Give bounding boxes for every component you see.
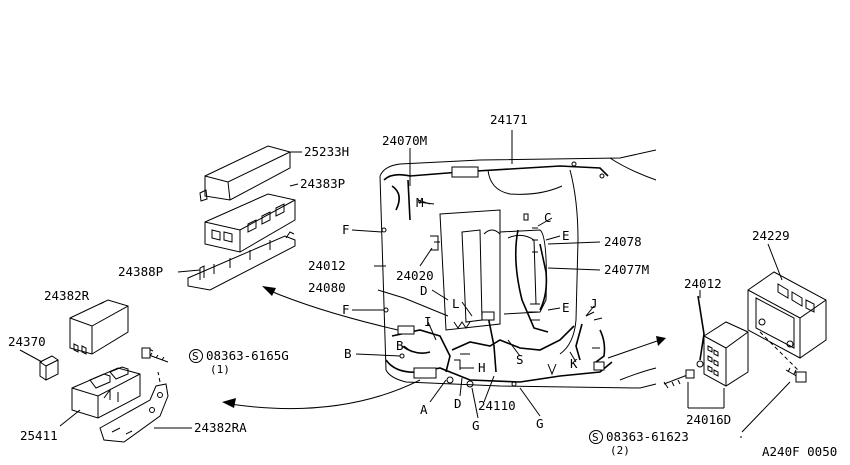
letter-G-left: G [472, 418, 480, 433]
relay-box-25411 [71, 366, 141, 419]
screw-08363-61623 [785, 367, 807, 383]
letter-K: K [570, 356, 578, 371]
label-24229: 24229 [752, 228, 790, 243]
harness-connectors [381, 161, 605, 388]
relocation-arrows [222, 286, 666, 410]
label-24020: 24020 [396, 268, 434, 283]
label-24070M: 24070M [382, 133, 427, 148]
screw-number-2: 08363-61623 [606, 429, 689, 444]
letter-G-right: G [536, 416, 544, 431]
label-24370: 24370 [8, 334, 46, 349]
connector-letters: F F M C E E D L I B B J S K H A D G G [342, 195, 598, 433]
label-24012-right: 24012 [684, 276, 722, 291]
label-24110: 24110 [478, 398, 516, 413]
screw-number-1: 08363-6165G [206, 348, 289, 363]
letter-F-upper: F [342, 222, 350, 237]
label-24171: 24171 [490, 112, 528, 127]
letter-C: C [544, 210, 552, 225]
label-25233H: 25233H [304, 144, 349, 159]
screw-qty-2: (2) [610, 444, 630, 457]
letter-E-lower: E [562, 300, 570, 315]
label-24388P: 24388P [118, 264, 163, 279]
label-24382RA: 24382RA [194, 420, 247, 435]
label-24016D: 24016D [686, 412, 731, 427]
letter-M: M [416, 195, 424, 210]
bolt-left-24016D [663, 369, 695, 389]
alignment-dash [759, 331, 801, 373]
label-25411: 25411 [20, 428, 58, 443]
label-24383P: 24383P [300, 176, 345, 191]
label-24382R: 24382R [44, 288, 90, 303]
bracket-24388P [187, 231, 296, 291]
label-24080: 24080 [308, 280, 346, 295]
letter-L: L [452, 296, 460, 311]
label-24078: 24078 [604, 234, 642, 249]
housing-24229 [747, 271, 827, 359]
screw-symbol-1: S [192, 350, 199, 363]
fuse-box-cover-25233H [199, 145, 291, 202]
letter-A: A [420, 402, 428, 417]
letter-H: H [478, 360, 486, 375]
leader-lines [19, 130, 791, 438]
letter-J: J [590, 296, 598, 311]
fuse-block-24383P [204, 193, 296, 253]
engine-bay-outline [379, 149, 657, 389]
diagram-code: A240F 0050 [762, 444, 837, 459]
letter-B-inner: B [396, 338, 404, 353]
letter-D-upper: D [420, 283, 428, 298]
screw-qty-1: (1) [210, 363, 230, 376]
screw-callout-2: S 08363-61623 (2) [589, 429, 689, 457]
screw-08363-6165G [141, 347, 169, 363]
letter-D-lower: D [454, 396, 462, 411]
screw-symbol-2: S [592, 431, 599, 444]
label-24012-left: 24012 [308, 258, 346, 273]
bracket-24382RA [99, 371, 169, 443]
label-24077M: 24077M [604, 262, 649, 277]
letter-F-lower: F [342, 302, 350, 317]
wire-24012-right [696, 295, 705, 368]
letter-I: I [424, 314, 432, 329]
screw-callout-1: S 08363-6165G (1) [189, 348, 289, 376]
connector-24016D [703, 321, 749, 387]
letter-E-upper: E [562, 228, 570, 243]
relay-cover-24382R [69, 299, 129, 355]
part-labels: 25233H 24383P 24388P 24382R 24370 25411 … [8, 112, 837, 459]
clip-24370 [39, 355, 59, 381]
letter-S: S [516, 352, 524, 367]
letter-B-outer: B [344, 346, 352, 361]
